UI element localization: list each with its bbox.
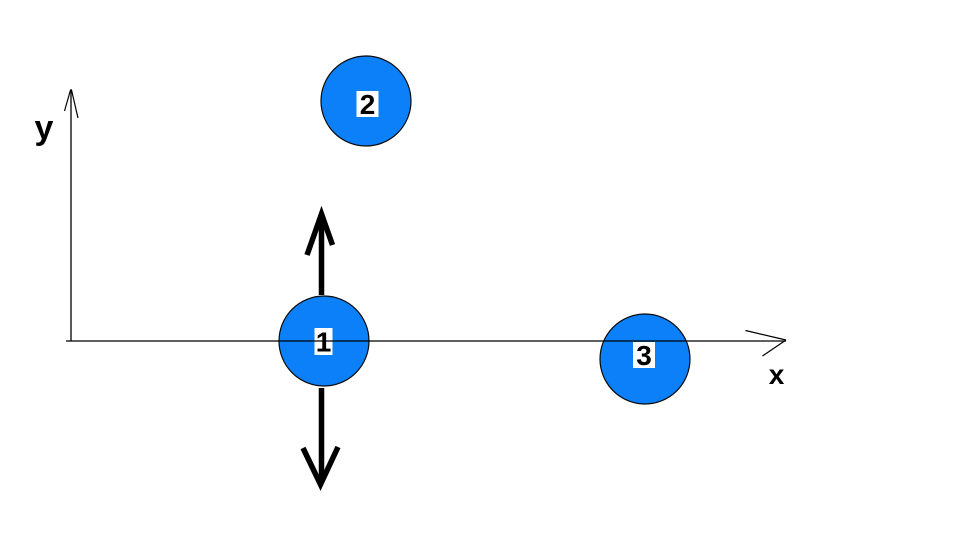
ball-label-box-3 <box>633 342 655 368</box>
y-axis-arrowhead-line-1 <box>70 89 79 119</box>
x-axis-label: x <box>769 359 785 390</box>
x-axis-arrowhead-line-1 <box>762 339 787 357</box>
down-force-arrow-head <box>300 445 341 491</box>
y-axis-label: y <box>35 109 54 147</box>
x-axis-arrowhead-line-0 <box>745 329 787 341</box>
ball-label-box-2 <box>356 91 379 117</box>
up-force-arrow-head <box>304 205 336 256</box>
ball-label-2: 2 <box>360 89 376 120</box>
ball-label-1: 1 <box>316 327 332 358</box>
y-axis-arrowhead-line-0 <box>63 89 72 112</box>
ball-label-3: 3 <box>636 340 652 371</box>
